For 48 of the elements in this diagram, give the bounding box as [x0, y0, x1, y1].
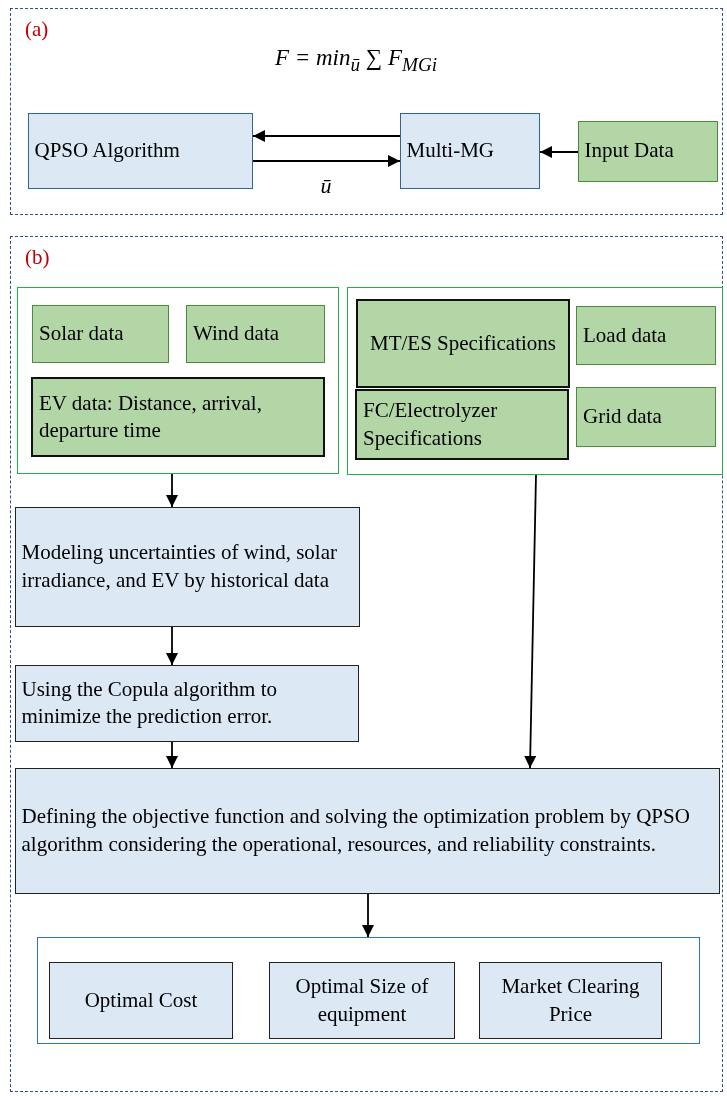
process-box: [269, 962, 455, 1039]
group-frame: [16, 286, 339, 474]
panel-frame: [10, 236, 723, 1092]
process-box: [49, 962, 233, 1039]
node-text: Wind data: [193, 320, 280, 348]
arrow: [166, 741, 178, 769]
arrow: [362, 893, 374, 938]
objective-formula: F = min$_{ū}$ ∑ F$_{MGi}$: [273, 45, 439, 76]
data-box: [355, 389, 569, 460]
process-box: [399, 112, 540, 189]
arrow: [252, 130, 401, 142]
process-box: [27, 112, 253, 189]
node-text: Market Clearing Price: [500, 973, 641, 1028]
node-text: Optimal Cost: [84, 986, 198, 1014]
data-box: [356, 299, 570, 388]
data-box: [186, 305, 325, 363]
node-text: Solar data: [39, 320, 124, 348]
node-text: Using the Copula algorithm to minimize the prediction error.: [21, 675, 278, 730]
process-box: [14, 767, 720, 894]
process-box: [14, 506, 360, 627]
data-box: [577, 120, 718, 182]
arrow: [166, 473, 178, 508]
node-text: Load data: [583, 321, 667, 349]
node-text: QPSO Algorithm: [34, 136, 180, 164]
data-box: [31, 377, 325, 457]
group-frame: [346, 286, 723, 475]
data-box: [576, 306, 716, 365]
arrow: [166, 626, 178, 666]
node-text: MT/ES Specifications: [369, 329, 557, 357]
process-box: [14, 664, 359, 742]
node-text: Input Data: [584, 137, 674, 165]
node-text: FC/Electrolyzer Specifications: [363, 397, 499, 452]
arrow: [524, 474, 537, 769]
node-text: Grid data: [583, 403, 662, 431]
arrow: [539, 146, 579, 158]
process-box: [479, 962, 662, 1039]
data-box: [576, 387, 716, 447]
arrow: [252, 155, 401, 167]
node-text: Multi-MG: [406, 136, 494, 164]
node-text: Modeling uncertainties of wind, solar irradiance, and EV by historical data: [21, 539, 338, 594]
data-box: [32, 305, 169, 363]
node-text: Optimal Size of equipment: [294, 973, 430, 1028]
panel-label: (a): [25, 17, 49, 42]
panel-label: (b): [25, 245, 50, 270]
panel-frame: [10, 8, 723, 215]
group-frame: [36, 936, 700, 1044]
node-text: EV data: Distance, arrival, departure time: [39, 389, 263, 444]
node-text: Defining the objective function and solving the optimization problem by QPSO algorithm considering the operational, resources, and reliability constraints.: [21, 803, 691, 858]
